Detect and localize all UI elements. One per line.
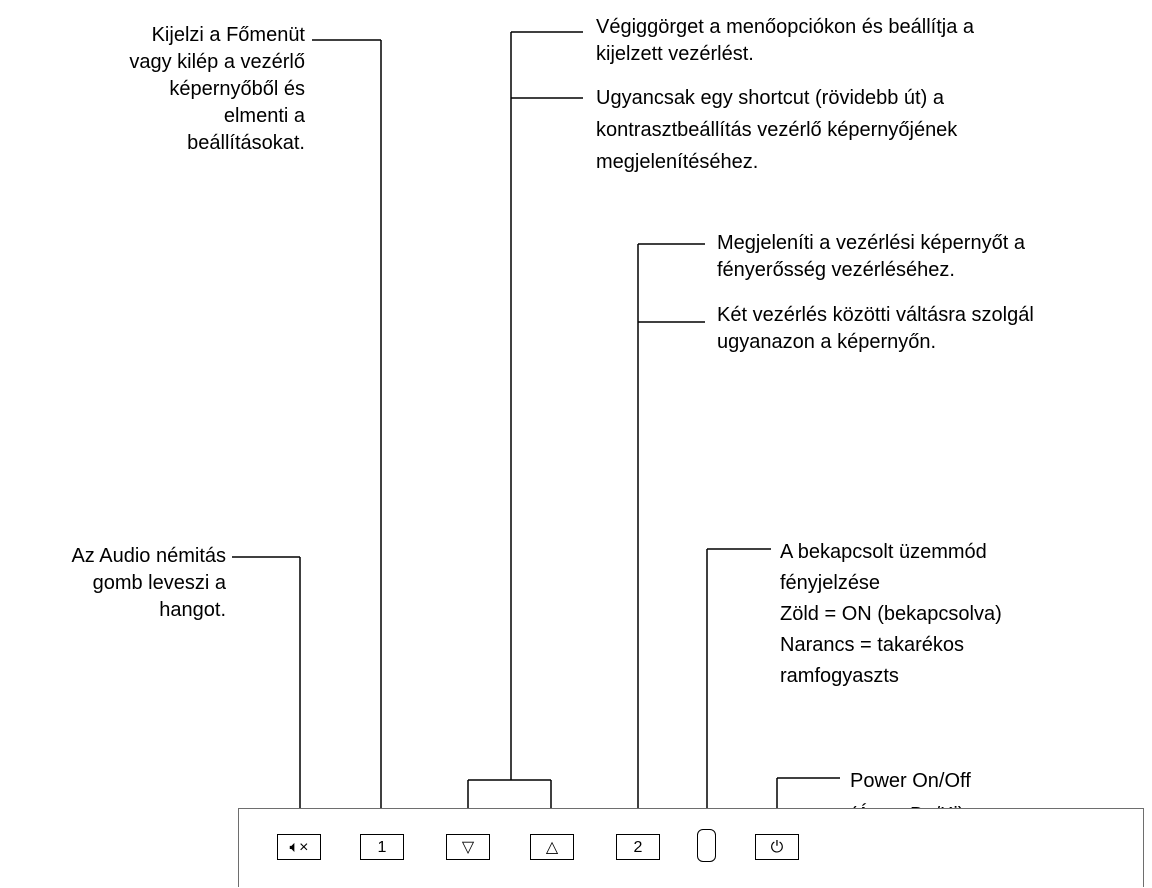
button-1-label: 1 (377, 839, 387, 856)
speaker-mute-icon: 🔈︎× (289, 839, 309, 856)
power-icon: ⏻ (770, 839, 784, 856)
triangle-up-icon: △ (545, 839, 559, 856)
switch-description: Két vezérlés közötti váltásra szolgál ug… (717, 304, 1034, 353)
mute-description: Az Audio némitás gomb leveszi a hangot. (71, 545, 226, 621)
scroll-description: Végiggörget a menőopciókon és beállítja … (596, 16, 975, 65)
power-button[interactable]: ⏻ (755, 834, 799, 860)
led-description: A bekapcsolt üzemmód fényjelzése Zöld = … (780, 541, 1002, 687)
menu-description: Kijelzi a Főmenüt vagy kilép a vezérlő k… (129, 24, 305, 154)
button-2-label: 2 (633, 839, 643, 856)
brightness-description: Megjeleníti a vezérlési képernyőt a fény… (717, 232, 1025, 281)
menu-button-1[interactable]: 1 (360, 834, 404, 860)
triangle-down-icon: ▽ (461, 839, 475, 856)
scroll-up-button[interactable]: △ (530, 834, 574, 860)
power-led-indicator (697, 829, 716, 862)
mute-button[interactable]: 🔈︎× (277, 834, 321, 860)
contrast-description: Ugyancsak egy shortcut (rövidebb út) a k… (596, 87, 958, 173)
scroll-down-button[interactable]: ▽ (446, 834, 490, 860)
button-2[interactable]: 2 (616, 834, 660, 860)
